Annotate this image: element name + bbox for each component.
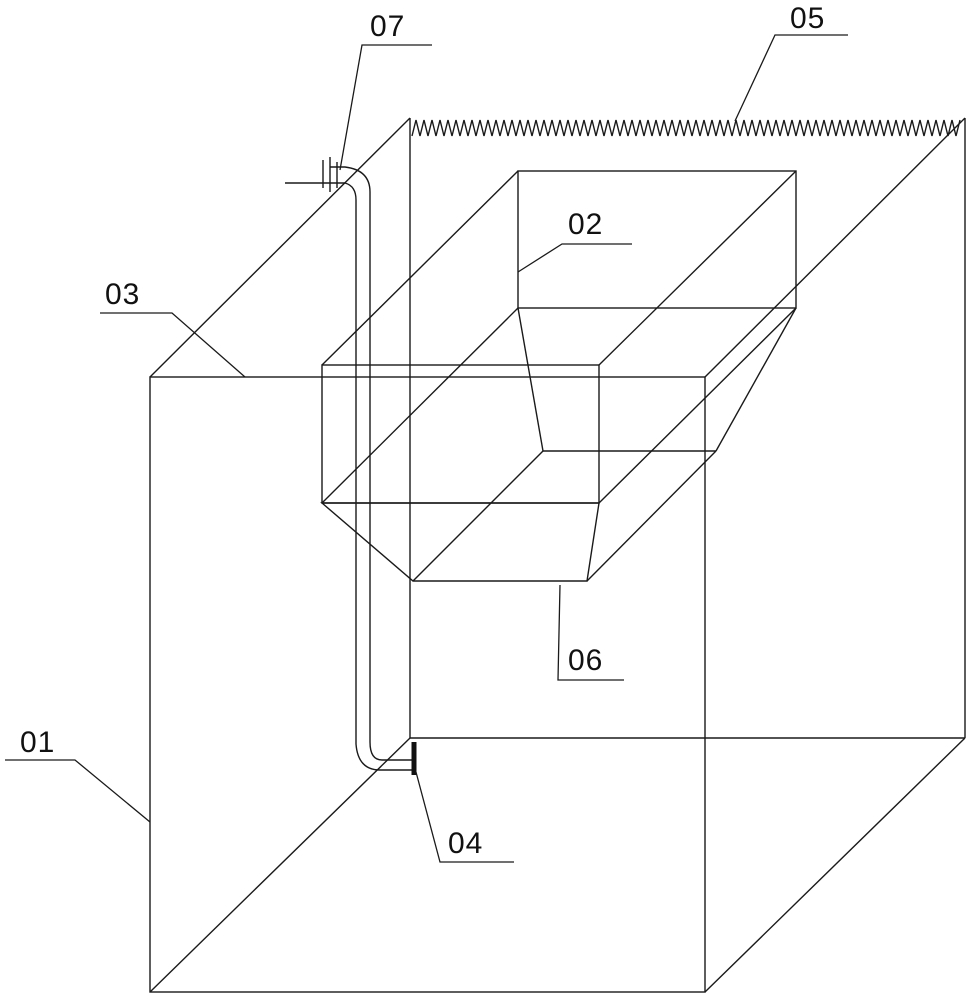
outer-tank-depth-edge-bottom-left	[150, 738, 410, 992]
hopper-edge-br	[599, 308, 796, 503]
hopper-edge-bl	[322, 308, 518, 503]
label-02: 02	[568, 208, 603, 241]
leader-02	[518, 244, 632, 272]
hopper-bottom-edge-left	[413, 451, 543, 581]
leader-07	[340, 45, 432, 170]
leader-05	[735, 35, 848, 121]
outer-tank	[150, 118, 965, 992]
pipe-inner-wall	[330, 183, 414, 770]
discharge-pipe	[285, 157, 414, 775]
label-01: 01	[20, 726, 55, 759]
outer-tank-depth-edge-bottom-right	[705, 738, 965, 992]
label-06: 06	[568, 644, 603, 677]
label-03: 03	[105, 278, 140, 311]
label-04: 04	[448, 827, 483, 860]
hopper-front-taper	[322, 503, 599, 581]
hopper-edge-tr	[599, 171, 796, 365]
inner-hopper	[322, 171, 796, 581]
hopper-back-taper-right	[716, 308, 796, 451]
leader-03	[100, 313, 245, 377]
outer-tank-depth-edge-top-right	[705, 118, 965, 377]
hopper-back-taper-left	[518, 308, 543, 451]
pipe-outer-wall	[330, 167, 414, 760]
leader-01	[5, 760, 150, 822]
hopper-front-top-face	[322, 365, 599, 503]
label-07: 07	[370, 10, 405, 43]
outer-tank-depth-edge-top-left	[150, 118, 410, 377]
hopper-back-top-face	[518, 171, 796, 308]
outer-tank-front-face	[150, 377, 705, 992]
hopper-bottom-edge-right	[587, 451, 716, 581]
serrated-weir-edge	[412, 120, 960, 136]
hopper-edge-tl	[322, 171, 518, 365]
label-05: 05	[790, 2, 825, 35]
